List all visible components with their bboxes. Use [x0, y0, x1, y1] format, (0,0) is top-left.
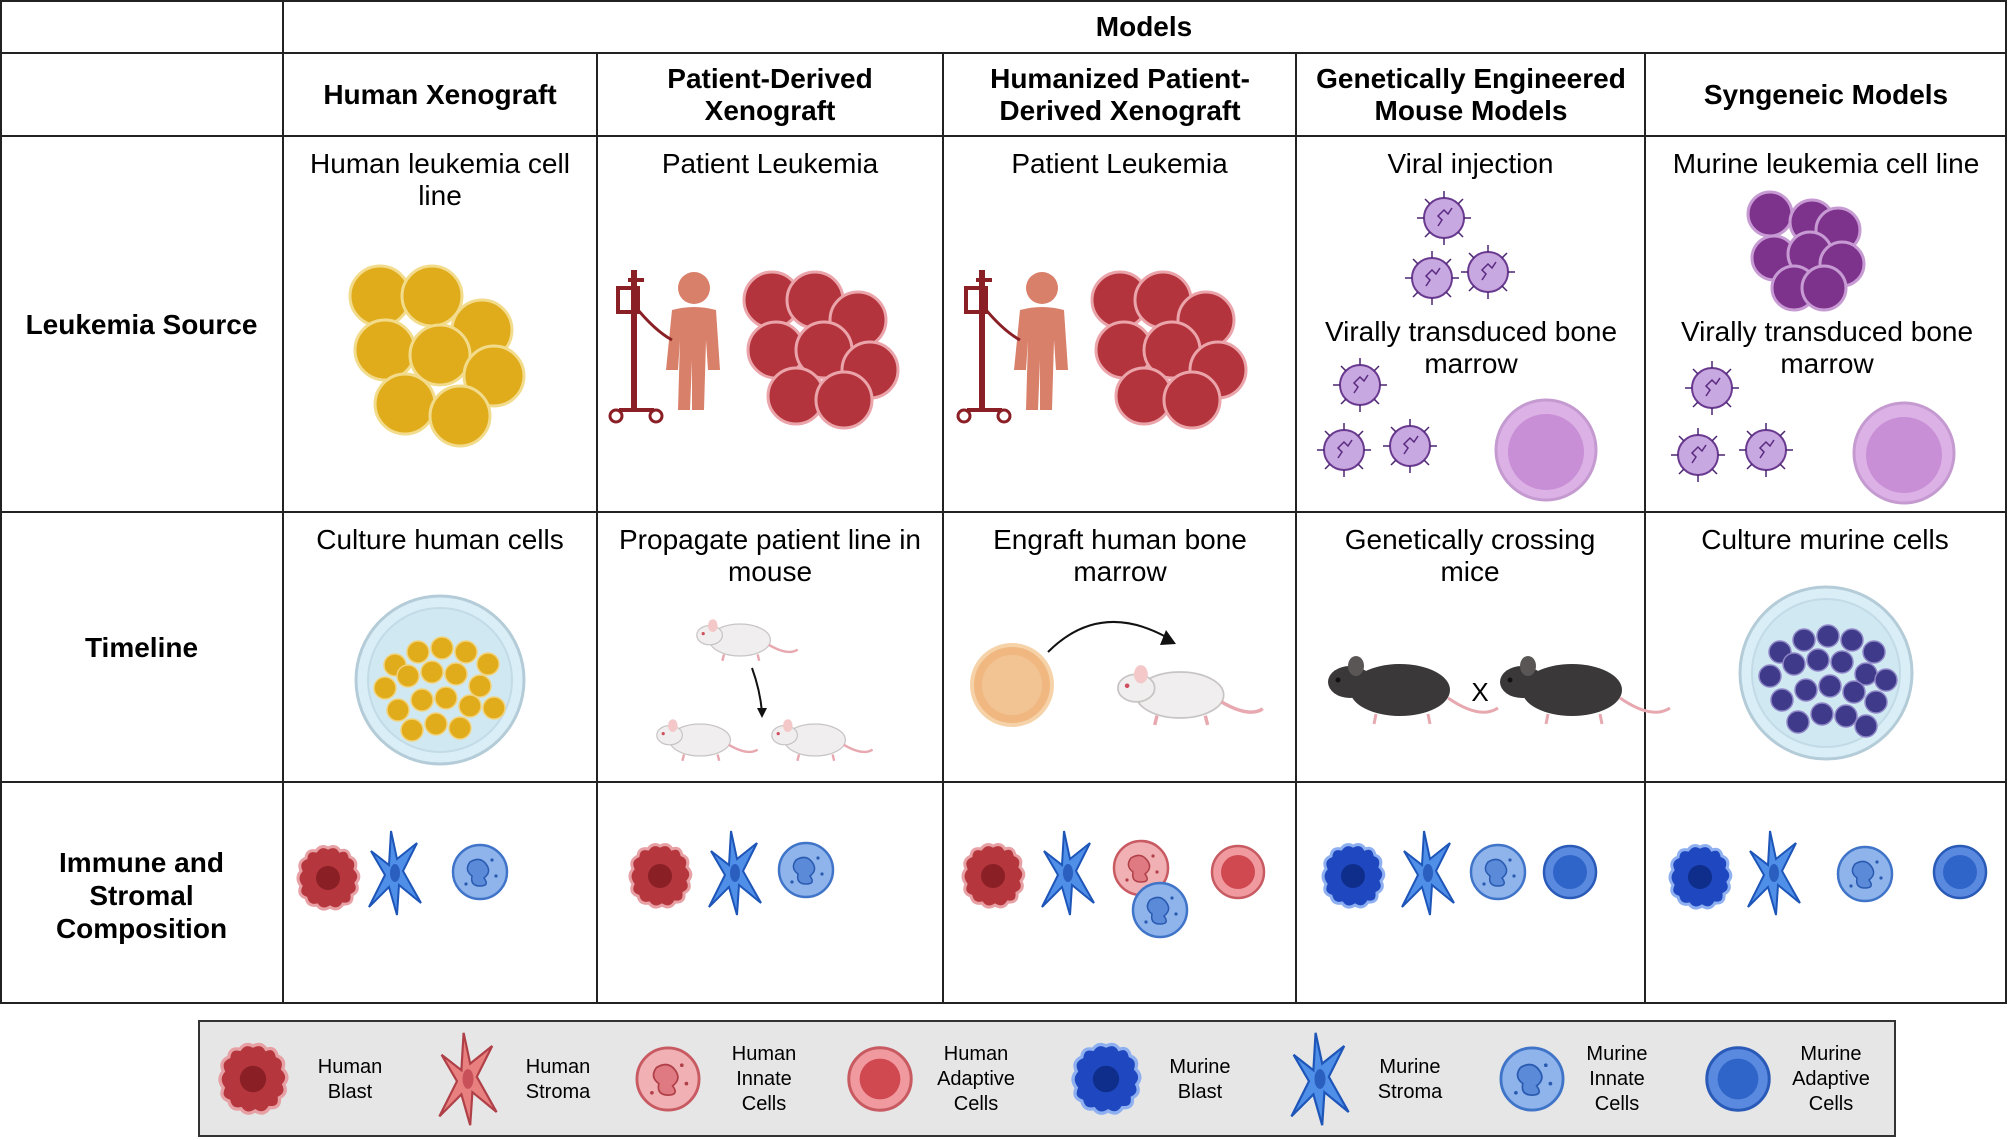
timeline-culture-human: Culture human cells — [316, 524, 564, 555]
column-header-gemm: Genetically Engineered Mouse Models — [1316, 63, 1626, 126]
timeline-propagate: Propagate patient line in mouse — [619, 524, 921, 587]
legend-label-murine-blast: Murine Blast — [1169, 1056, 1231, 1103]
legend-label-human-blast: Human Blast — [317, 1056, 383, 1103]
row-header-immune-stromal: Immune and Stromal Composition — [55, 846, 228, 944]
patient-icon-pdx — [610, 270, 720, 422]
patient-icon-hpdx — [958, 270, 1068, 422]
immune-syngeneic — [1668, 830, 1988, 916]
mouse-propagation — [655, 618, 874, 762]
murine-blast-icon — [1071, 1042, 1142, 1115]
murine-cell-line-cluster — [1746, 190, 1866, 312]
human-stroma-icon — [438, 1031, 498, 1127]
cross-symbol: X — [1471, 677, 1489, 707]
viral-particles-syngeneic — [1670, 360, 1794, 483]
column-header-humanized-pdx: Humanized Patient-Derived Xenograft — [990, 63, 1250, 126]
petri-dish-human — [354, 594, 526, 766]
human-cell-line-cluster — [348, 264, 526, 448]
legend-label-human-adaptive: Human Adaptive Cells — [937, 1043, 1015, 1115]
petri-dish-murine — [1738, 585, 1914, 761]
bone-marrow-cell-gemm — [1494, 398, 1598, 502]
row-header-timeline: Timeline — [84, 631, 199, 663]
legend-label-murine-stroma: Murine Stroma — [1377, 1056, 1443, 1103]
immune-hpdx — [961, 830, 1266, 939]
human-innate-cell-icon — [635, 1046, 701, 1112]
source-murine-cell-line: Murine leukemia cell line — [1672, 148, 1980, 179]
timeline-crossing: Genetically crossing mice — [1344, 524, 1596, 587]
source-virally-transduced-bm-gemm: Virally transduced bone marrow — [1324, 316, 1618, 379]
murine-stroma-icon — [1290, 1031, 1350, 1127]
human-bone-marrow-engraft — [970, 620, 1265, 727]
legend-label-murine-adaptive: Murine Adaptive Cells — [1792, 1043, 1870, 1115]
source-patient-leukemia-pdx: Patient Leukemia — [661, 148, 879, 179]
patient-leukemia-cluster-hpdx — [1090, 270, 1248, 430]
murine-adaptive-cell-icon — [1705, 1046, 1771, 1112]
column-header-syngeneic: Syngeneic Models — [1703, 79, 1949, 110]
legend-box — [198, 1020, 1896, 1137]
legend-label-murine-innate: Murine Innate Cells — [1586, 1043, 1648, 1115]
human-adaptive-cell-icon — [847, 1046, 913, 1112]
source-viral-injection: Viral injection — [1387, 148, 1554, 179]
patient-leukemia-cluster-pdx — [742, 270, 900, 430]
bone-marrow-cell-syngeneic — [1852, 401, 1956, 505]
source-human-cell-line: Human leukemia cell line — [310, 148, 570, 211]
column-header-patient-derived-xenograft: Patient-Derived Xenograft — [667, 63, 873, 126]
human-blast-icon — [218, 1042, 289, 1115]
row-header-leukemia-source: Leukemia Source — [25, 308, 258, 340]
timeline-culture-murine: Culture murine cells — [1701, 524, 1949, 555]
viral-particles-gemm — [1316, 190, 1516, 478]
black-mouse-left — [1326, 654, 1500, 726]
models-header: Models — [1095, 11, 1193, 42]
immune-pdx — [628, 830, 835, 916]
timeline-engraft: Engraft human bone marrow — [993, 524, 1247, 587]
source-patient-leukemia-hpdx: Patient Leukemia — [1011, 148, 1228, 179]
legend-label-human-stroma: Human Stroma — [525, 1056, 591, 1103]
source-virally-transduced-bm-syngeneic: Virally transduced bone marrow — [1680, 316, 1974, 379]
murine-innate-cell-icon — [1499, 1046, 1565, 1112]
column-header-human-xenograft: Human Xenograft — [323, 79, 557, 110]
legend-label-human-innate: Human Innate Cells — [731, 1043, 797, 1115]
black-mouse-right — [1498, 654, 1672, 726]
immune-human-xenograft — [296, 830, 509, 916]
immune-gemm — [1321, 830, 1598, 916]
